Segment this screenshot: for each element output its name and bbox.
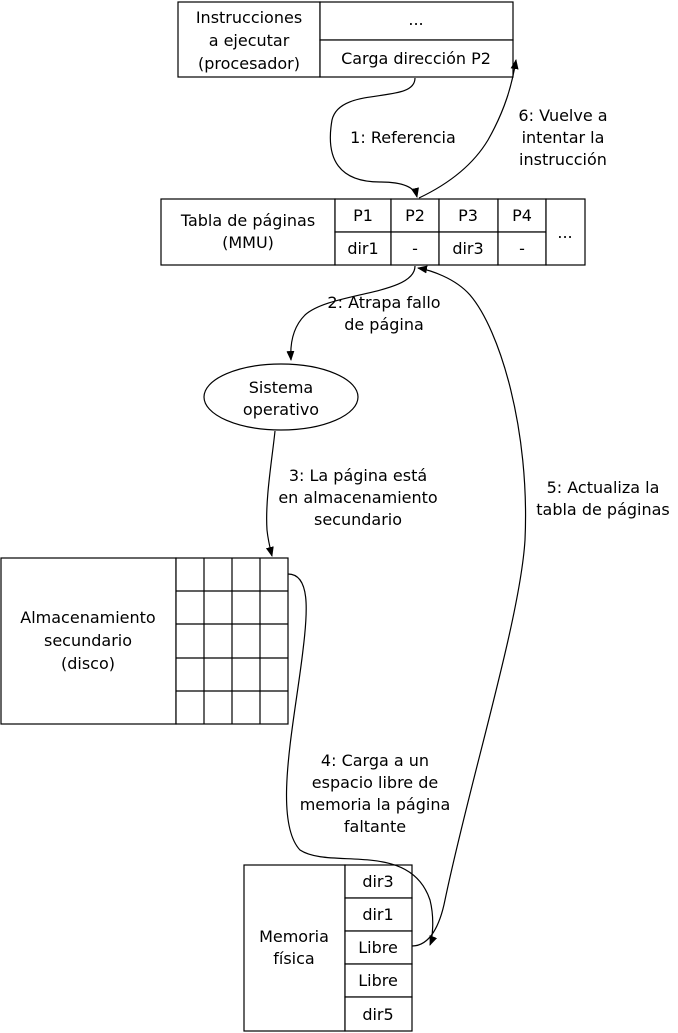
memory-cell-2: dir1: [362, 905, 393, 924]
step-4-line-3: memoria la página: [300, 795, 451, 814]
step-4-line-4: faltante: [344, 817, 406, 836]
page-table-value-p1: dir1: [347, 239, 378, 258]
arrow-step-3: [265, 430, 276, 557]
page-table: Tabla de páginas (MMU) P1 P2 P3 P4 dir1 …: [160, 198, 586, 266]
instructions-box: Instrucciones a ejecutar (procesador) ..…: [177, 1, 514, 78]
os-label-1: Sistema: [249, 378, 313, 397]
memory-label-2: física: [273, 949, 314, 968]
memory-cell-1: dir3: [362, 872, 393, 891]
page-table-header-p3: P3: [458, 206, 478, 225]
memory-cell-3: Libre: [358, 938, 398, 957]
operating-system-node: Sistema operativo: [203, 363, 359, 431]
arrow-step-5: [411, 265, 527, 947]
page-table-header-p2: P2: [405, 206, 425, 225]
storage-label-2: secundario: [44, 631, 132, 650]
storage-label-3: (disco): [61, 654, 115, 673]
memory-label-1: Memoria: [259, 927, 329, 946]
step-2-line-1: 2: Atrapa fallo: [327, 293, 440, 312]
step-5-line-1: 5: Actualiza la: [547, 478, 660, 497]
page-table-ellipsis: ...: [557, 223, 572, 242]
page-table-value-p4: -: [519, 239, 525, 258]
arrow-step-6: [418, 59, 519, 199]
instructions-label-1: Instrucciones: [196, 8, 302, 27]
arrow-step-4: [285, 573, 438, 946]
instructions-cell-ellipsis: ...: [408, 10, 423, 29]
page-table-value-p2: -: [412, 239, 418, 258]
step-6-line-1: 6: Vuelve a: [518, 106, 607, 125]
instructions-label-3: (procesador): [198, 54, 300, 73]
step-3-line-3: secundario: [314, 510, 402, 529]
page-table-label-2: (MMU): [222, 233, 274, 252]
page-table-header-p1: P1: [353, 206, 373, 225]
step-5-line-2: tabla de páginas: [536, 500, 670, 519]
step-2-line-2: de página: [344, 315, 424, 334]
page-table-label-1: Tabla de páginas: [180, 211, 315, 230]
step-6-line-2: intentar la: [522, 128, 605, 147]
step-3-line-1: 3: La página está: [289, 466, 427, 485]
instructions-label-2: a ejecutar: [209, 31, 290, 50]
step-6-line-3: instrucción: [519, 150, 607, 169]
physical-memory: Memoria física dir3 dir1 Libre Libre dir…: [243, 864, 413, 1032]
step-4-line-2: espacio libre de: [312, 773, 438, 792]
arrow-step-1: [329, 77, 419, 198]
step-4-line-1: 4: Carga a un: [321, 751, 429, 770]
page-table-header-p4: P4: [512, 206, 532, 225]
step-1-line-1: 1: Referencia: [350, 128, 456, 147]
arrow-step-2: [286, 265, 416, 361]
storage-label-1: Almacenamiento: [20, 608, 155, 627]
os-label-2: operativo: [243, 400, 319, 419]
memory-cell-5: dir5: [362, 1005, 393, 1024]
page-table-value-p3: dir3: [452, 239, 483, 258]
secondary-storage: Almacenamiento secundario (disco): [0, 557, 289, 725]
instructions-cell-load-p2: Carga dirección P2: [341, 49, 491, 68]
step-3-line-2: en almacenamiento: [278, 488, 437, 507]
memory-cell-4: Libre: [358, 971, 398, 990]
